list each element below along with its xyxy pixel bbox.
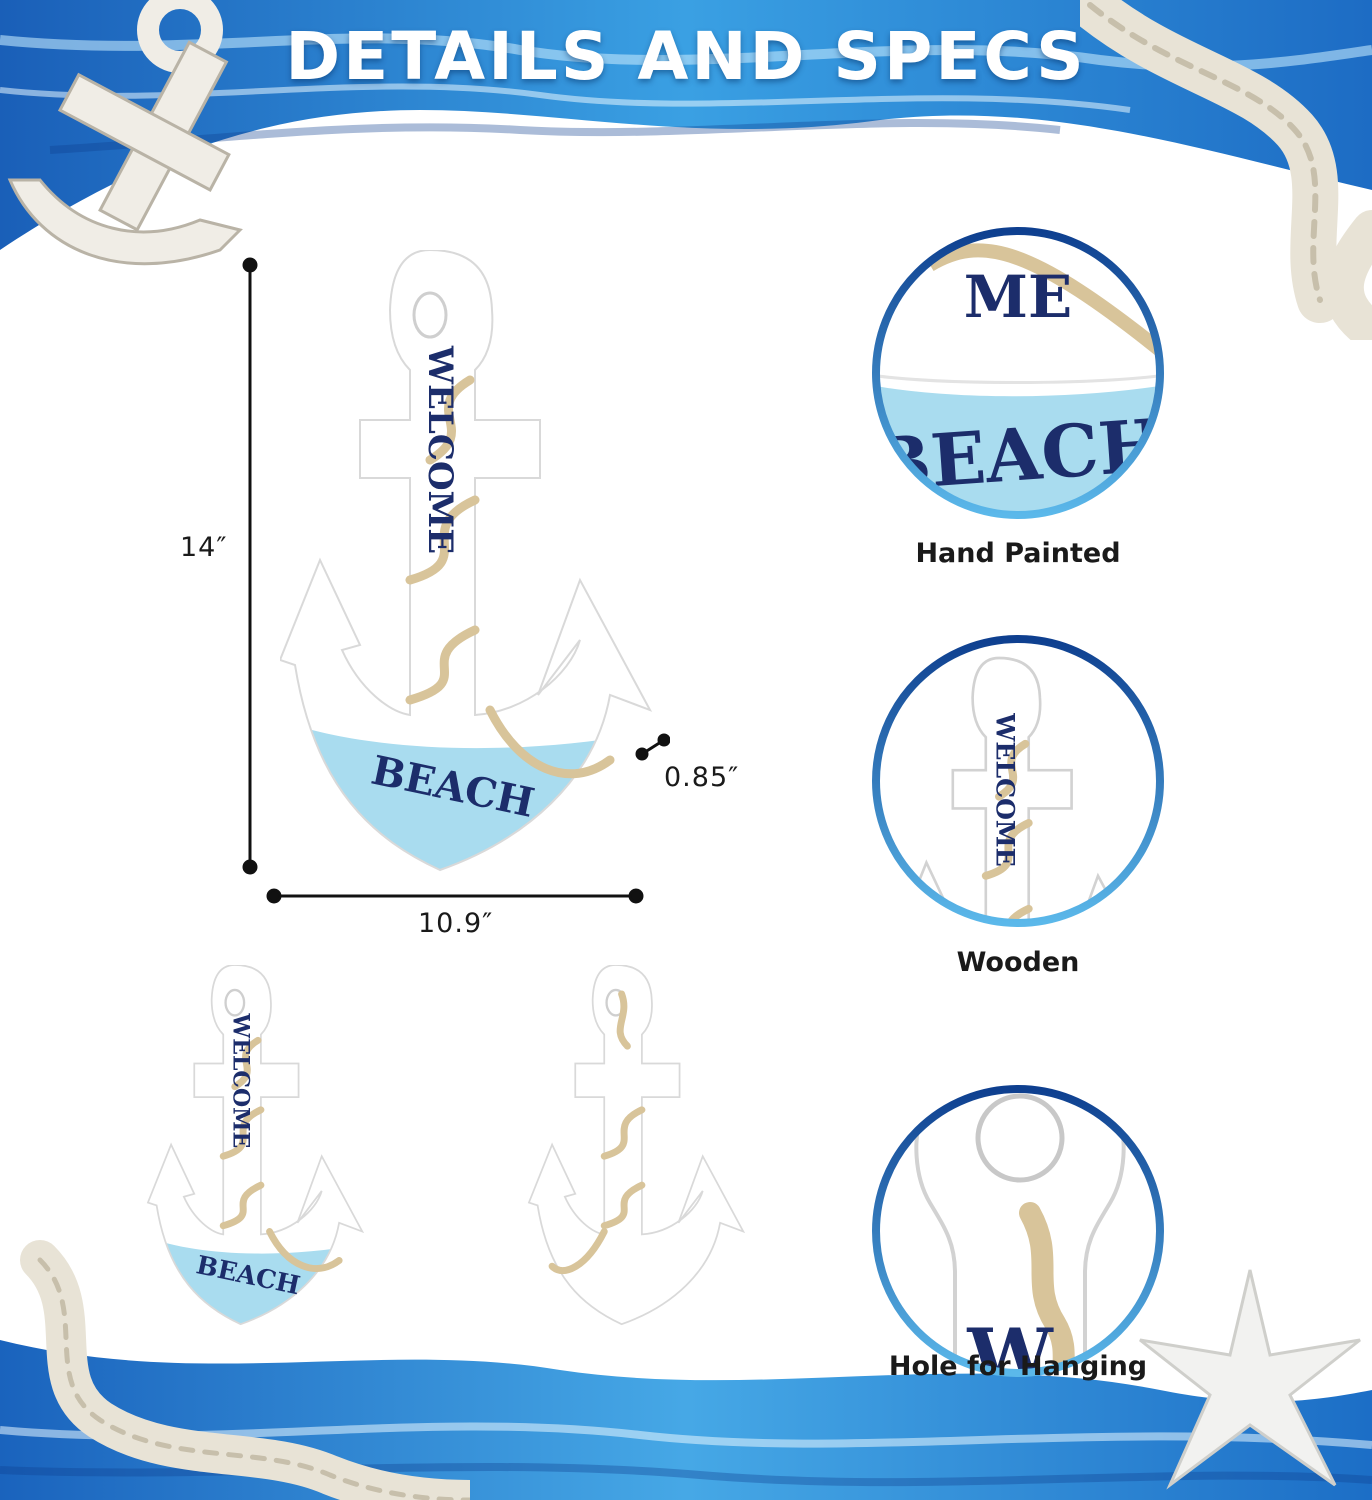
width-dimension-label: 10.9″ bbox=[418, 908, 494, 939]
zoom-w-text: W bbox=[966, 1312, 1054, 1379]
feature-circle-wooden: WELCOME BEACH bbox=[872, 635, 1164, 927]
rope-decoration-icon bbox=[1080, 0, 1372, 340]
feature-label-hole-for-hanging: Hole for Hanging bbox=[888, 1351, 1148, 1382]
small-anchor-plain-image bbox=[527, 965, 746, 1326]
depth-dimension-label: 0.85″ bbox=[664, 762, 740, 793]
feature-circle-hole-for-hanging: W bbox=[872, 1085, 1164, 1379]
small-anchor-welcome-text: WELCOME bbox=[228, 1012, 254, 1148]
rope-decoration-icon bbox=[20, 1240, 470, 1500]
main-anchor-image: WELCOME BEACH bbox=[280, 250, 653, 872]
small-anchor-painted-image: WELCOME BEACH bbox=[146, 965, 365, 1326]
wooden-zoom-welcome-text: WELCOME bbox=[991, 712, 1021, 867]
page-title: DETAILS AND SPECS bbox=[285, 18, 1087, 95]
decorative-anchor-icon bbox=[7, 0, 243, 266]
anchor-welcome-text: WELCOME bbox=[420, 345, 460, 554]
starfish-icon bbox=[1139, 1269, 1361, 1490]
dimension-lines bbox=[242, 257, 670, 904]
feature-circle-hand-painted: ME BEACH bbox=[872, 227, 1164, 519]
height-dimension-label: 14″ bbox=[180, 532, 228, 563]
zoom-me-text: ME bbox=[964, 263, 1072, 331]
feature-label-hand-painted: Hand Painted bbox=[915, 538, 1121, 569]
feature-label-wooden: Wooden bbox=[956, 947, 1080, 978]
